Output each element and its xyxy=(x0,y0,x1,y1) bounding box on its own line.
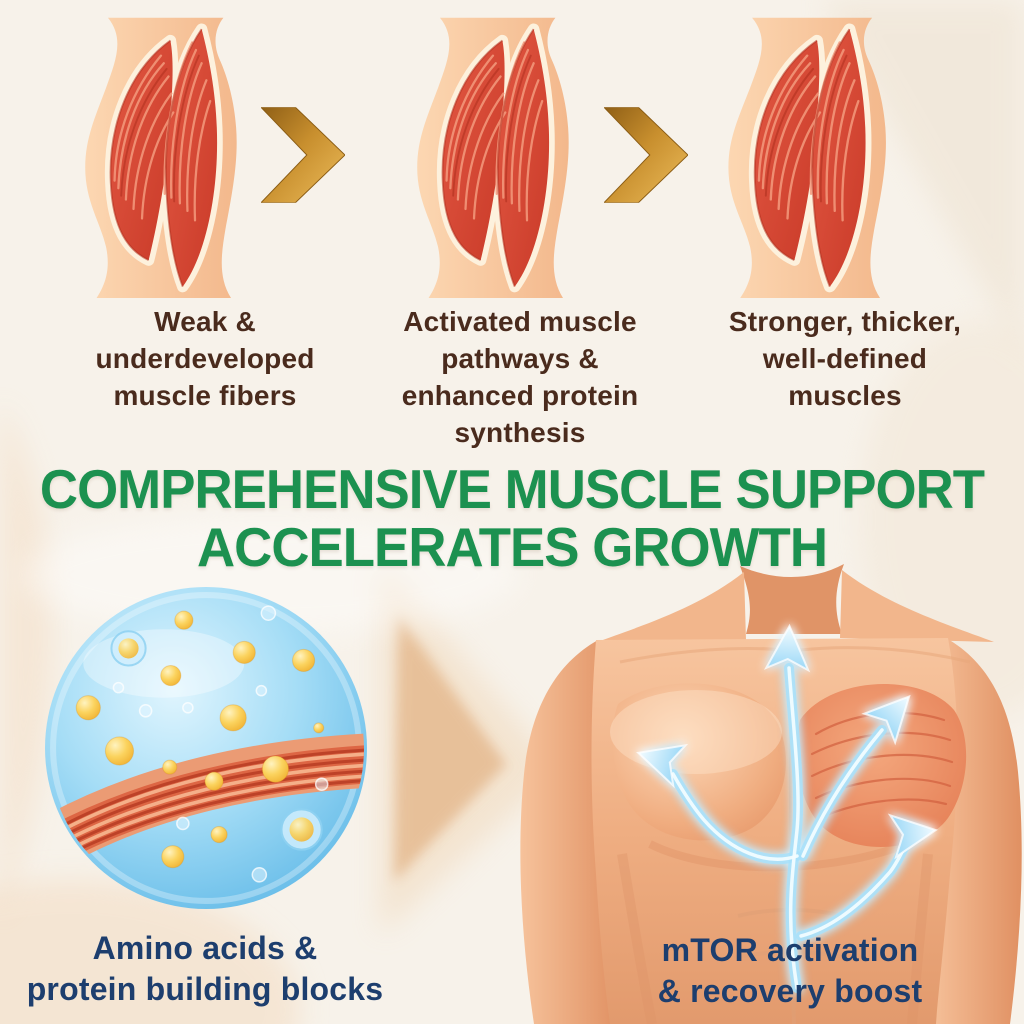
bubble-icons xyxy=(112,605,329,883)
stage-caption-activated: Activated muscle pathways & enhanced pro… xyxy=(401,306,639,448)
feature-label-amino-acids: Amino acids & protein building blocks xyxy=(26,930,384,1007)
torso-glowing-arrows-illustration xyxy=(520,564,1022,1024)
gold-chevron-right-icon xyxy=(604,106,688,204)
stage-caption-stronger: Stronger, thicker, well-defined muscles xyxy=(728,306,962,411)
strong-muscle-cross-section-icon xyxy=(706,14,906,298)
amino-acids-sphere-illustration xyxy=(45,587,367,909)
activated-muscle-cross-section-icon xyxy=(392,14,592,298)
weak-muscle-cross-section-icon xyxy=(60,14,260,298)
feature-label-mtor: mTOR activation & recovery boost xyxy=(657,932,923,1009)
mtor-glow-arrows-icon xyxy=(636,623,938,993)
amino-bead-icons xyxy=(75,610,325,869)
stage-caption-weak: Weak & underdeveloped muscle fibers xyxy=(95,306,315,411)
headline: COMPREHENSIVE MUSCLE SUPPORT ACCELERATES… xyxy=(39,458,985,578)
encapsulated-bead-icon xyxy=(110,630,323,851)
gold-chevron-right-icon xyxy=(261,106,345,204)
